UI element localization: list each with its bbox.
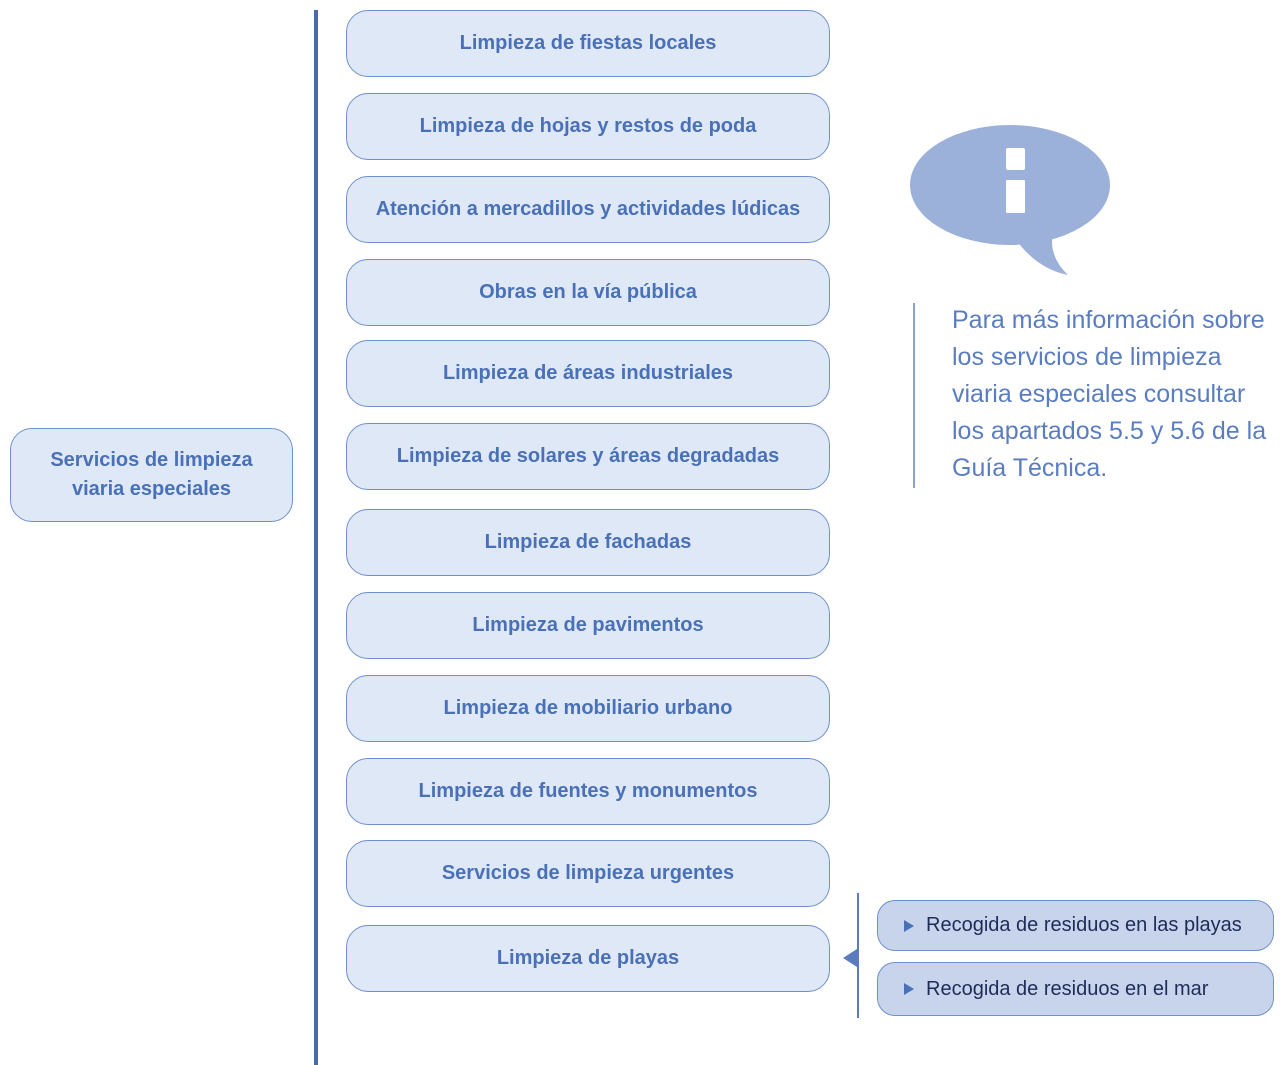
- subitem-label: Recogida de residuos en las playas: [926, 914, 1242, 936]
- root-label: Servicios de limpieza viaria especiales: [50, 449, 253, 500]
- service-label: Atención a mercadillos y actividades lúd…: [375, 198, 801, 220]
- root-box-servicios-especiales: Servicios de limpieza viaria especiales: [10, 428, 293, 522]
- service-box-fuentes-monumentos: Limpieza de fuentes y monumentos: [346, 758, 830, 825]
- right-triangle-bullet-icon: [904, 983, 914, 995]
- info-note-line: los servicios de limpieza: [952, 343, 1222, 371]
- info-note-line: los apartados 5.5 y 5.6 de la: [952, 417, 1267, 445]
- service-label: Limpieza de áreas industriales: [442, 362, 734, 384]
- info-note-line: Guía Técnica.: [952, 454, 1108, 482]
- info-note-line: Para más información sobre: [952, 306, 1265, 334]
- subitem-box-residuos-mar: Recogida de residuos en el mar: [877, 962, 1274, 1016]
- service-label: Limpieza de pavimentos: [472, 614, 704, 636]
- service-label: Limpieza de playas: [496, 947, 680, 969]
- service-label: Servicios de limpieza urgentes: [441, 862, 735, 884]
- subitem-box-residuos-playas: Recogida de residuos en las playas: [877, 900, 1274, 951]
- service-box-urgentes: Servicios de limpieza urgentes: [346, 840, 830, 907]
- service-label: Limpieza de fachadas: [484, 531, 692, 553]
- service-label: Limpieza de solares y áreas degradadas: [396, 445, 780, 467]
- service-label: Limpieza de fuentes y monumentos: [418, 780, 758, 802]
- service-box-playas: Limpieza de playas: [346, 925, 830, 992]
- service-box-fachadas: Limpieza de fachadas: [346, 509, 830, 576]
- service-box-areas-industriales: Limpieza de áreas industriales: [346, 340, 830, 407]
- service-box-fiestas-locales: Limpieza de fiestas locales: [346, 10, 830, 77]
- subitem-bracket-line: [857, 893, 859, 1018]
- service-box-solares: Limpieza de solares y áreas degradadas: [346, 423, 830, 490]
- service-box-obras-via-publica: Obras en la vía pública: [346, 259, 830, 326]
- service-box-hojas-poda: Limpieza de hojas y restos de poda: [346, 93, 830, 160]
- info-speech-bubble-icon: [910, 125, 1110, 275]
- service-label: Limpieza de fiestas locales: [459, 32, 717, 54]
- service-label: Obras en la vía pública: [479, 281, 697, 303]
- info-note: Para más información sobre los servicios…: [952, 302, 1266, 487]
- service-box-mercadillos: Atención a mercadillos y actividades lúd…: [346, 176, 830, 243]
- left-arrow-connector-icon: [843, 949, 857, 967]
- service-label: Limpieza de hojas y restos de poda: [419, 115, 757, 137]
- info-note-line: viaria especiales consultar: [952, 380, 1246, 408]
- subitem-label: Recogida de residuos en el mar: [926, 977, 1209, 1000]
- main-connector-line: [314, 10, 318, 1065]
- service-label: Limpieza de mobiliario urbano: [443, 697, 733, 719]
- service-box-pavimentos: Limpieza de pavimentos: [346, 592, 830, 659]
- right-triangle-bullet-icon: [904, 919, 914, 932]
- service-box-mobiliario-urbano: Limpieza de mobiliario urbano: [346, 675, 830, 742]
- info-note-rule: [913, 303, 915, 488]
